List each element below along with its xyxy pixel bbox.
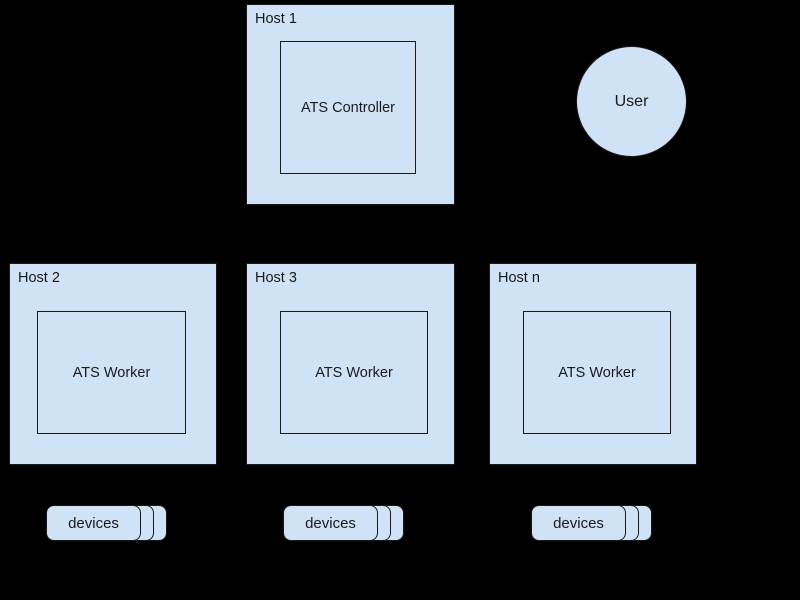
component-label-ats-worker-host-3: ATS Worker [315,364,393,381]
devices-stack-host-3[interactable]: devices [283,505,405,542]
component-label-ats-worker-host-2: ATS Worker [72,364,151,381]
host-box-host-1[interactable]: Host 1 ATS Controller [246,4,455,205]
host-box-host-n[interactable]: Host n ATS Worker [489,263,697,465]
host-label-host-3: Host 3 [255,270,297,286]
devices-label-host-n: devices [553,514,604,532]
devices-stack-host-n[interactable]: devices [531,505,653,542]
host-box-host-2[interactable]: Host 2 ATS Worker [9,263,217,465]
host-label-host-n: Host n [498,270,540,286]
devices-label-host-2: devices [68,514,119,532]
devices-card-front[interactable]: devices [531,505,626,541]
host-label-host-1: Host 1 [255,11,297,27]
component-box-ats-worker-host-n[interactable]: ATS Worker [523,311,671,434]
devices-card-front[interactable]: devices [46,505,141,541]
devices-stack-host-2[interactable]: devices [46,505,168,542]
component-box-ats-controller[interactable]: ATS Controller [280,41,416,174]
actor-label-user: User [614,92,649,110]
actor-user[interactable]: User [576,46,687,157]
host-box-host-3[interactable]: Host 3 ATS Worker [246,263,455,465]
component-label-ats-worker-host-n: ATS Worker [558,364,636,381]
host-label-host-2: Host 2 [18,270,60,286]
component-label-ats-controller: ATS Controller [300,99,395,116]
devices-label-host-3: devices [305,514,356,532]
devices-card-front[interactable]: devices [283,505,378,541]
component-box-ats-worker-host-2[interactable]: ATS Worker [37,311,186,434]
component-box-ats-worker-host-3[interactable]: ATS Worker [280,311,428,434]
